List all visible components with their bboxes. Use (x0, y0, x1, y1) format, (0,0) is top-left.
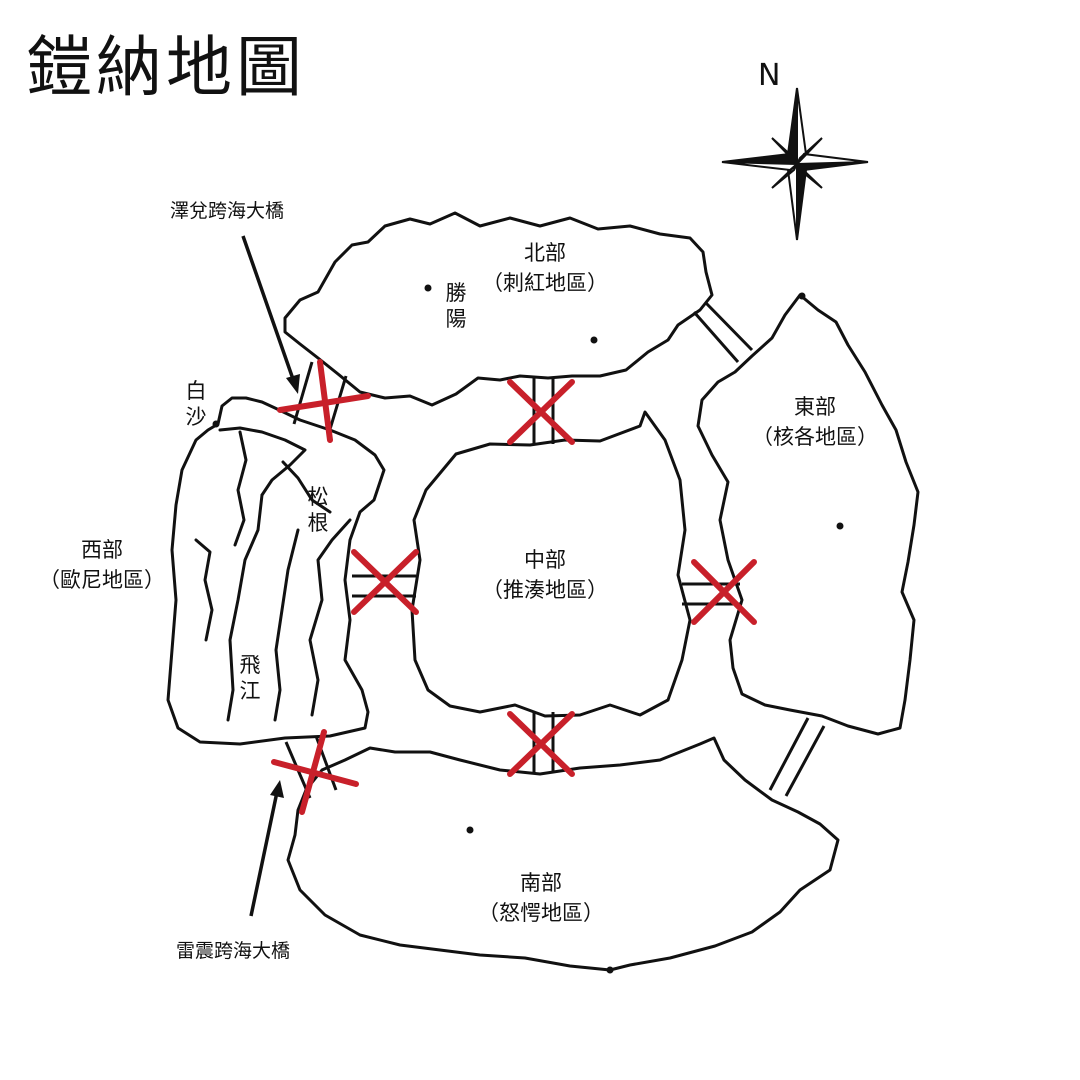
place-feijiang: 飛江 (239, 653, 261, 703)
region-east-sub: （核各地區） (752, 425, 878, 449)
closed-x-icon (277, 359, 371, 443)
closed-x-icon (351, 549, 419, 615)
pointer-arrows (241, 235, 300, 917)
west-island-rivers (194, 426, 352, 722)
region-central-name: 中部 (524, 548, 566, 572)
closed-x-icon (507, 711, 575, 777)
place-baisha: 白沙 (185, 379, 207, 429)
west-island (166, 396, 386, 746)
closed-x-icons (271, 359, 757, 815)
region-east-label: 東部 （核各地區） (752, 392, 878, 452)
region-east-name: 東部 (794, 395, 836, 419)
central-island (410, 410, 692, 718)
city-dots (212, 284, 844, 974)
bridge-leizhen-label: 雷震跨海大橋 (176, 940, 291, 962)
south-island (286, 736, 840, 972)
region-west-label: 西部 （歐尼地區） (39, 535, 165, 595)
region-central-label: 中部 （推湊地區） (482, 545, 608, 605)
region-south-name: 南部 (520, 871, 562, 895)
region-north-name: 北部 (524, 241, 566, 265)
region-south-sub: （怒愕地區） (478, 901, 604, 925)
region-west-sub: （歐尼地區） (39, 568, 165, 592)
closed-x-icon (691, 559, 757, 625)
closed-x-icon (271, 729, 359, 815)
east-island (696, 293, 920, 736)
place-songgen: 松根 (307, 485, 329, 535)
region-north-label: 北部 （刺紅地區） (482, 238, 608, 298)
place-shengyang: 勝陽 (445, 281, 467, 331)
north-label: N (758, 58, 781, 93)
closed-x-icon (507, 379, 575, 445)
region-north-sub: （刺紅地區） (482, 271, 608, 295)
map-title: 鎧納地圖 (26, 29, 306, 106)
region-west-name: 西部 (81, 538, 123, 562)
pointer-arrow-icon (241, 235, 300, 394)
pointer-arrow-icon (249, 780, 284, 917)
region-central-sub: （推湊地區） (482, 578, 608, 602)
region-south-label: 南部 （怒愕地區） (478, 868, 604, 928)
bridges (284, 300, 826, 799)
bridge-zedui-label: 澤兌跨海大橋 (170, 200, 285, 222)
compass-rose-icon (721, 87, 869, 241)
